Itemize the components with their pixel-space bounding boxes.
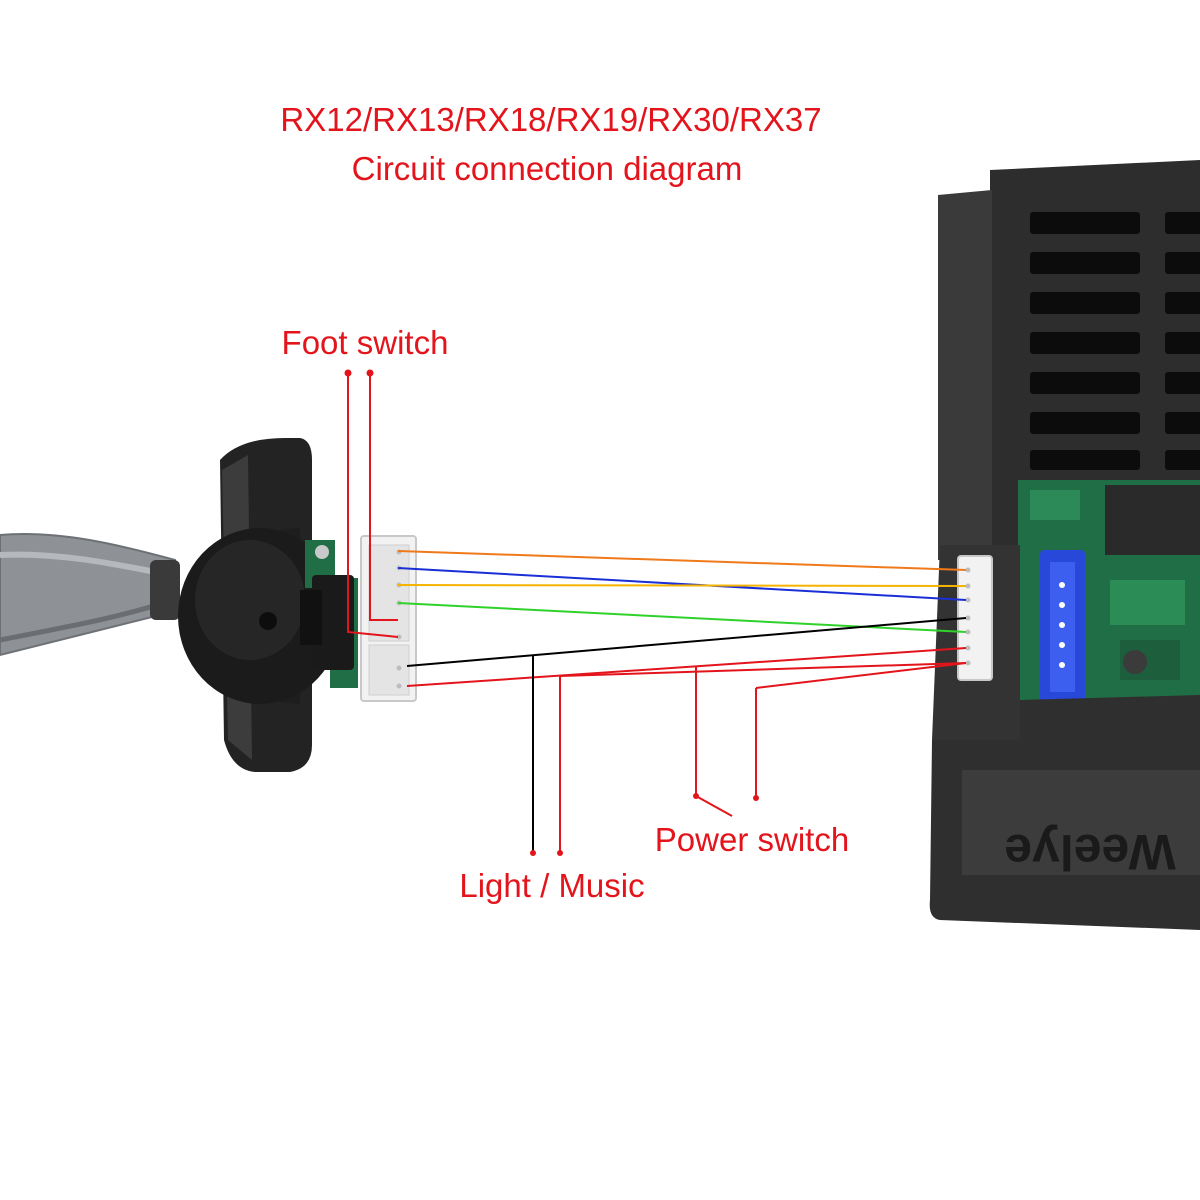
wire-blue <box>397 567 967 601</box>
label-light-music: Light / Music <box>459 867 644 904</box>
wire-yellow <box>397 584 967 587</box>
power-switch-callout <box>693 662 967 817</box>
title-models: RX12/RX13/RX18/RX19/RX30/RX37 <box>280 101 821 138</box>
title-subtitle: Circuit connection diagram <box>352 150 743 187</box>
wire-orange <box>397 550 967 571</box>
light-music-callout <box>530 655 563 856</box>
receiver-brand-text: Weelye <box>1004 824 1175 880</box>
wire-red-1 <box>406 647 967 687</box>
foot-pedal-icon <box>0 438 358 772</box>
receiver-box-icon: Weelye <box>929 160 1200 930</box>
label-power-switch: Power switch <box>655 821 849 858</box>
label-foot-switch: Foot switch <box>282 324 449 361</box>
foot-switch-callout <box>344 369 399 638</box>
wire-red-2 <box>559 662 967 677</box>
wires <box>397 550 967 687</box>
wire-green <box>397 602 967 633</box>
wire-black <box>406 617 967 667</box>
